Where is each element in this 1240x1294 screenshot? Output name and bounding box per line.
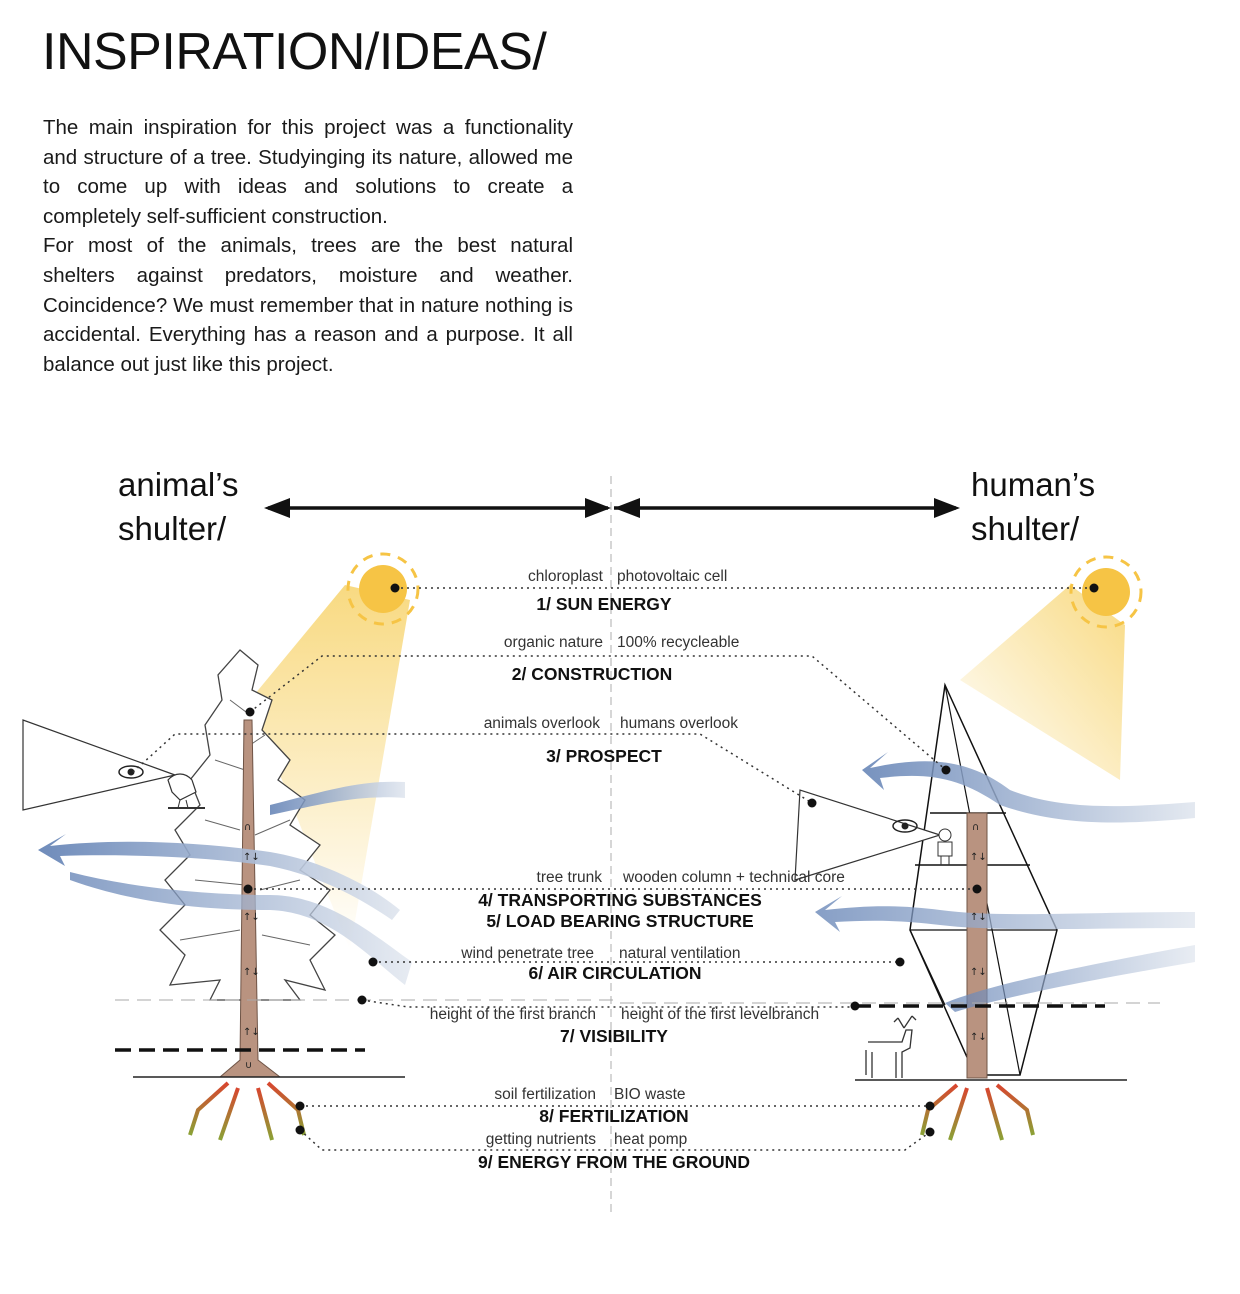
- humans-shelter-label: human’s shulter/: [971, 463, 1095, 551]
- intro-text: The main inspiration for this project wa…: [43, 113, 573, 379]
- row-7-title: 7/ VISIBILITY: [560, 1026, 668, 1046]
- trunk-flow-arrows: ∩ ↑↓ ↑↓ ↑↓ ↑↓ ∪ ∩ ↑↓ ↑↓ ↑↓ ↑↓: [243, 822, 987, 1071]
- animals-shelter-line-2: shulter/: [118, 510, 227, 547]
- humans-shelter-line-2: shulter/: [971, 510, 1080, 547]
- row-6-left: wind penetrate tree: [460, 945, 594, 962]
- svg-text:↑↓: ↑↓: [243, 852, 260, 863]
- person-icon: [937, 828, 953, 865]
- page-title: INSPIRATION/IDEAS/: [42, 23, 547, 81]
- svg-text:↑↓: ↑↓: [970, 852, 987, 863]
- row-7-left: height of the first branch: [430, 1006, 596, 1023]
- root-arrows-icon: [920, 1083, 1035, 1160]
- svg-text:↑↓: ↑↓: [243, 1027, 260, 1038]
- animals-shelter-line-1: animal’s: [118, 466, 239, 503]
- human-view-cone: [794, 789, 942, 881]
- comparison-arrow: [264, 498, 960, 518]
- row-8-right: BIO waste: [614, 1086, 686, 1103]
- animals-shelter-label: animal’s shulter/: [118, 463, 238, 551]
- row-9-left: getting nutrients: [486, 1131, 597, 1148]
- connector-dots: [243, 583, 1099, 1137]
- intro-paragraph-2: For most of the animals, trees are the b…: [43, 234, 573, 376]
- row-1-left: chloroplast: [528, 568, 604, 585]
- svg-text:∩: ∩: [244, 822, 251, 833]
- row-8-title: 8/ FERTILIZATION: [539, 1106, 688, 1126]
- animal-view-cone: [22, 719, 178, 811]
- svg-text:↑↓: ↑↓: [970, 1032, 987, 1043]
- intro-paragraph-1: The main inspiration for this project wa…: [43, 116, 573, 228]
- svg-text:↑↓: ↑↓: [970, 967, 987, 978]
- wind-arrow-icon: [815, 752, 1195, 1012]
- row-1-right: photovoltaic cell: [617, 568, 727, 585]
- row-2-title: 2/ CONSTRUCTION: [512, 664, 672, 684]
- connector-lines: [132, 587, 1094, 1151]
- wind-arrow-icon: [38, 781, 412, 985]
- row-4-left: tree trunk: [537, 869, 603, 886]
- svg-text:↑↓: ↑↓: [243, 912, 260, 923]
- svg-text:∩: ∩: [972, 822, 979, 833]
- sun-icon: [346, 552, 420, 626]
- deer-icon: [865, 1015, 917, 1078]
- humans-shelter-line-1: human’s: [971, 466, 1096, 503]
- row-4-title: 4/ TRANSPORTING SUBSTANCES: [478, 890, 762, 910]
- human-shelter-building: [909, 682, 1058, 1079]
- row-3-title: 3/ PROSPECT: [546, 746, 662, 766]
- root-arrows-icon: [188, 1081, 306, 1160]
- sun-icon: [1069, 555, 1143, 629]
- svg-text:∪: ∪: [245, 1060, 252, 1071]
- row-8-left: soil fertilization: [494, 1086, 596, 1103]
- row-5-title: 5/ LOAD BEARING STRUCTURE: [486, 911, 753, 931]
- bird-icon: [167, 773, 205, 809]
- sun-ray-right: [960, 585, 1125, 780]
- row-9-title: 9/ ENERGY FROM THE GROUND: [478, 1152, 750, 1172]
- row-3-left: animals overlook: [484, 715, 601, 732]
- svg-text:↑↓: ↑↓: [970, 912, 987, 923]
- row-2-right: 100% recycleable: [617, 634, 739, 651]
- row-7-right: height of the first levelbranch: [621, 1006, 819, 1023]
- sun-ray-left: [250, 585, 410, 950]
- row-3-right: humans overlook: [620, 715, 738, 732]
- row-6-title: 6/ AIR CIRCULATION: [528, 963, 701, 983]
- row-4-right: wooden column + technical core: [622, 869, 845, 886]
- svg-text:↑↓: ↑↓: [243, 967, 260, 978]
- row-9-right: heat pomp: [614, 1131, 687, 1148]
- eye-icon: [118, 765, 144, 779]
- comparison-labels: chloroplast photovoltaic cell 1/ SUN ENE…: [430, 568, 845, 1172]
- row-6-right: natural ventilation: [619, 945, 741, 962]
- eye-icon: [892, 819, 918, 833]
- row-2-left: organic nature: [504, 634, 603, 651]
- row-1-title: 1/ SUN ENERGY: [536, 594, 671, 614]
